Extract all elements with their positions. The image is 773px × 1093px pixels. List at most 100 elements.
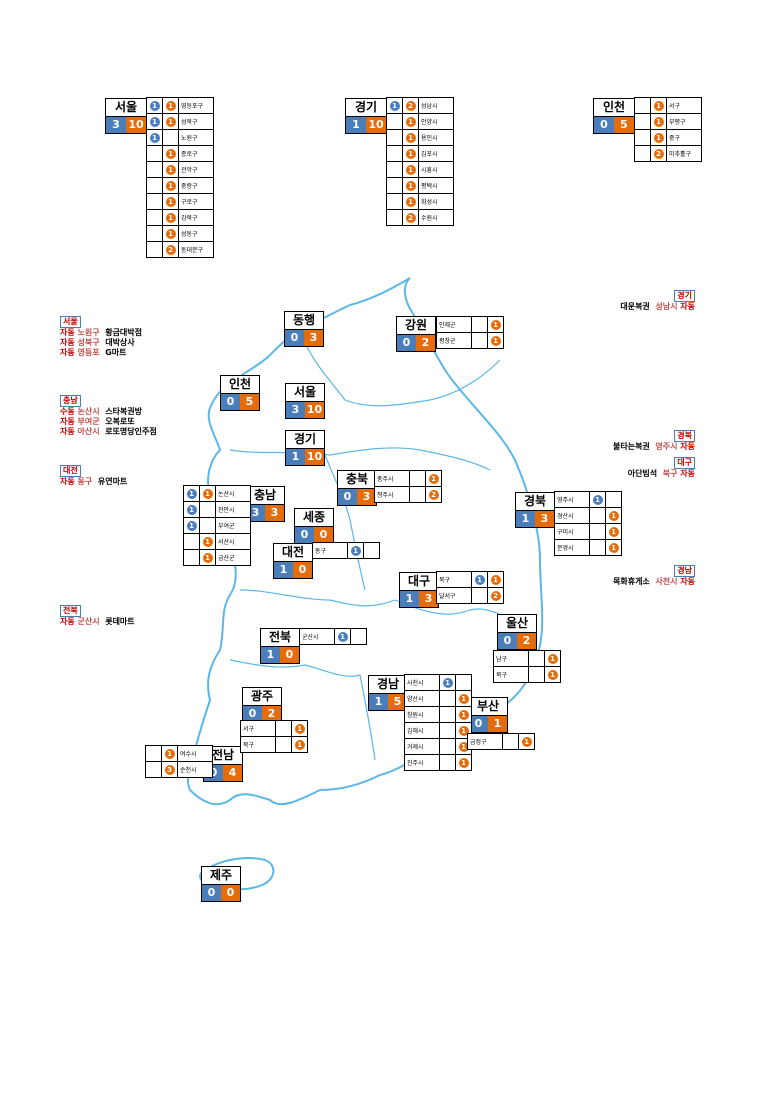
second-count-marker: 1: [199, 549, 216, 566]
first-count-marker: 1: [347, 542, 364, 559]
second-count-marker: 1: [455, 706, 472, 723]
second-count-marker: 1: [518, 733, 535, 750]
first-count-marker: 1: [386, 97, 403, 114]
second-count-marker: 1: [487, 316, 504, 333]
winner-row: 자동 아산시 로또명당인주점: [60, 427, 157, 436]
first-count: 0: [295, 527, 314, 543]
first-count-marker: 1: [589, 491, 606, 508]
district-label: 창원시: [404, 706, 440, 723]
second-count-marker: 1: [425, 470, 442, 487]
second-count-marker: 2: [402, 209, 419, 226]
region-name: 충남: [246, 487, 284, 505]
second-count: 10: [126, 117, 146, 133]
first-count-marker: 1: [183, 485, 200, 502]
region-name: 전북: [261, 629, 299, 647]
first-count-marker: 1: [439, 674, 456, 691]
first-count-marker: [146, 209, 163, 226]
second-count-marker: 1: [402, 145, 419, 162]
district-label: 거제시: [404, 738, 440, 755]
second-count: 10: [305, 449, 324, 465]
first-count-marker: [471, 316, 488, 333]
region-name: 전남: [204, 747, 242, 765]
second-count-marker: 1: [650, 113, 667, 130]
second-count-marker: 1: [544, 666, 561, 683]
first-count-marker: 1: [471, 571, 488, 588]
district-label: 동대문구: [178, 241, 214, 258]
district-label: 안양시: [418, 113, 454, 130]
district-label: 강북구: [178, 209, 214, 226]
district-label: 수원시: [418, 209, 454, 226]
district-label: 논산시: [215, 485, 251, 502]
second-count: 2: [416, 335, 435, 351]
district-label: 구미시: [554, 523, 590, 540]
region-name: 경북: [516, 493, 554, 511]
second-count-marker: 1: [162, 225, 179, 242]
second-count-marker: 1: [162, 177, 179, 194]
district-label: 영등포구: [178, 97, 214, 114]
second-count-marker: 1: [402, 193, 419, 210]
first-count-marker: [145, 761, 162, 778]
region-name: 인천: [221, 376, 259, 394]
first-count-marker: [634, 129, 651, 146]
second-count-marker: 1: [291, 736, 308, 753]
district-label: 부평구: [666, 113, 702, 130]
region-name: 제주: [202, 867, 240, 885]
second-count-marker: 1: [199, 485, 216, 502]
first-count-marker: [471, 332, 488, 349]
first-count-marker: 1: [183, 517, 200, 534]
region-tag: 서울: [60, 316, 81, 328]
first-count-marker: [589, 539, 606, 556]
first-count-marker: [386, 209, 403, 226]
second-count-marker: [363, 542, 380, 559]
second-count: 2: [262, 706, 281, 722]
district-label: 중구: [666, 129, 702, 146]
region-tag: 대전: [60, 465, 81, 477]
table-row: 북구 1: [240, 736, 308, 753]
first-count-marker: [146, 193, 163, 210]
region-name: 서울: [106, 99, 146, 117]
second-count: 3: [265, 505, 284, 521]
region-name: 서울: [286, 384, 324, 402]
second-count-marker: 1: [199, 533, 216, 550]
district-label: 충주시: [374, 470, 410, 487]
second-count-marker: 1: [605, 539, 622, 556]
region-name: 부산: [469, 698, 507, 716]
district-label: 북구: [240, 736, 276, 753]
second-count-marker: 1: [402, 129, 419, 146]
region-name: 경남: [369, 676, 407, 694]
first-count: 1: [516, 511, 535, 527]
second-count-marker: 2: [487, 587, 504, 604]
first-count-marker: [634, 113, 651, 130]
winner-row: 불타는복권 영주시 자동: [612, 442, 695, 451]
region-tag: 경기: [674, 290, 695, 302]
second-count: 5: [614, 117, 634, 133]
second-count: 0: [280, 647, 299, 663]
